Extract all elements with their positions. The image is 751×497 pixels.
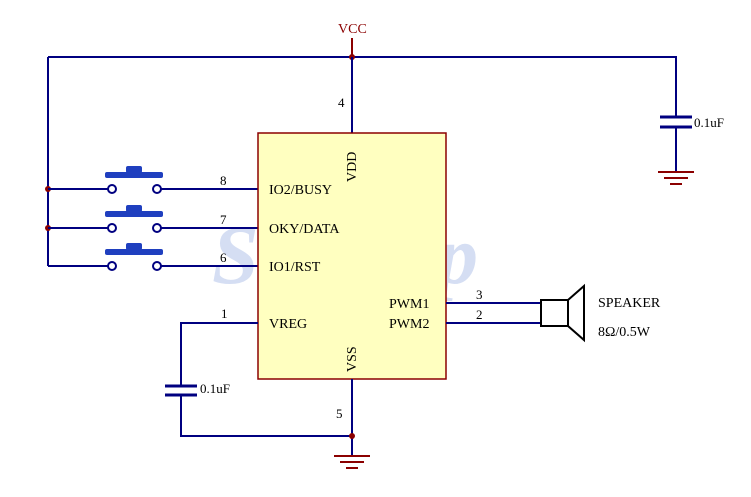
pin-number-vreg: 1 — [221, 306, 228, 321]
ground-icon-bottom — [334, 455, 370, 469]
ground-icon-top — [658, 171, 694, 185]
pin-number-okey: 7 — [220, 212, 227, 227]
pin-number-vss: 5 — [336, 406, 343, 421]
vcc-rail — [48, 56, 677, 116]
pin-number-io1: 6 — [220, 250, 227, 265]
chip-body — [257, 132, 447, 380]
chip-label-io1: IO1/RST — [269, 260, 321, 275]
vreg-wire — [180, 322, 258, 386]
vcc-label: VCC — [338, 22, 367, 37]
chip-label-okey: OKY/DATA — [269, 222, 340, 237]
pin-number-vdd: 4 — [338, 95, 345, 110]
capacitor-top-value: 0.1uF — [694, 115, 724, 130]
pin-number-pwm1: 3 — [476, 287, 483, 302]
speaker-rating: 8Ω/0.5W — [598, 325, 651, 340]
push-button-io1 — [48, 243, 258, 271]
capacitor-bottom-value: 0.1uF — [200, 381, 230, 396]
push-button-okey — [48, 205, 258, 233]
chip-label-vreg: VREG — [269, 317, 307, 332]
vss-junction — [349, 433, 355, 439]
pin-number-pwm2: 2 — [476, 307, 483, 322]
pin-number-io2: 8 — [220, 173, 227, 188]
chip-vdd-label: VDD — [345, 152, 360, 182]
cap-bottom-ground-wire — [180, 395, 352, 437]
speaker-icon — [540, 283, 585, 343]
chip-label-pwm2: PWM2 — [389, 317, 429, 332]
chip-label-pwm1: PWM1 — [389, 297, 429, 312]
capacitor-bottom — [165, 384, 197, 397]
push-button-io2 — [48, 166, 258, 194]
capacitor-top — [660, 115, 692, 129]
chip-vss-label: VSS — [345, 346, 360, 372]
chip-label-io2: IO2/BUSY — [269, 183, 332, 198]
speaker-name: SPEAKER — [598, 296, 661, 311]
